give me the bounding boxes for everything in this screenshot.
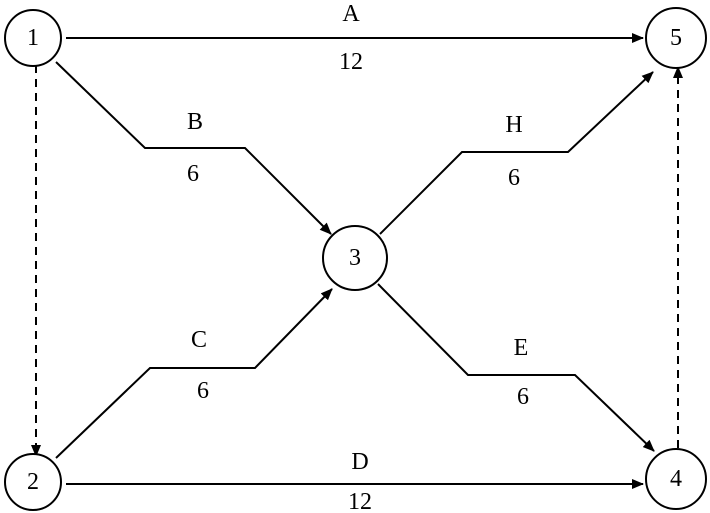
edge-b-line	[55, 61, 332, 235]
node-1-circle	[4, 9, 62, 67]
edge-h-name: H	[505, 112, 522, 138]
edge-d-duration: 12	[348, 489, 372, 513]
node-4-label: 4	[670, 466, 682, 492]
node-1: 1	[4, 9, 62, 67]
nodes: 1 2 3 4 5	[4, 7, 707, 511]
edge-e-duration: 6	[517, 384, 529, 410]
node-5: 5	[645, 7, 707, 69]
node-5-circle	[645, 7, 707, 69]
edge-a-name: A	[342, 1, 360, 27]
edge-e-name: E	[514, 335, 529, 361]
node-3: 3	[322, 225, 388, 291]
edge-h-duration: 6	[508, 165, 520, 191]
edge-c-duration: 6	[197, 378, 209, 404]
edge-b-duration: 6	[187, 161, 199, 187]
node-3-label: 3	[349, 245, 361, 271]
node-4-circle	[645, 448, 707, 510]
node-2-label: 2	[27, 469, 39, 495]
edge-e-line	[377, 283, 655, 452]
edge-h-line	[379, 71, 654, 235]
edge-a-duration: 12	[339, 49, 363, 75]
node-4: 4	[645, 448, 707, 510]
edge-b-name: B	[187, 109, 203, 135]
edge-c-name: C	[191, 327, 207, 353]
node-5-label: 5	[670, 25, 682, 51]
node-3-circle	[322, 225, 388, 291]
node-2-circle	[4, 453, 62, 511]
node-1-label: 1	[27, 25, 39, 51]
edges: A 12 B 6 C 6 D 12 E 6 H 6	[31, 1, 683, 513]
edge-d-name: D	[351, 449, 368, 475]
node-2: 2	[4, 453, 62, 511]
edge-c-line	[55, 288, 333, 459]
